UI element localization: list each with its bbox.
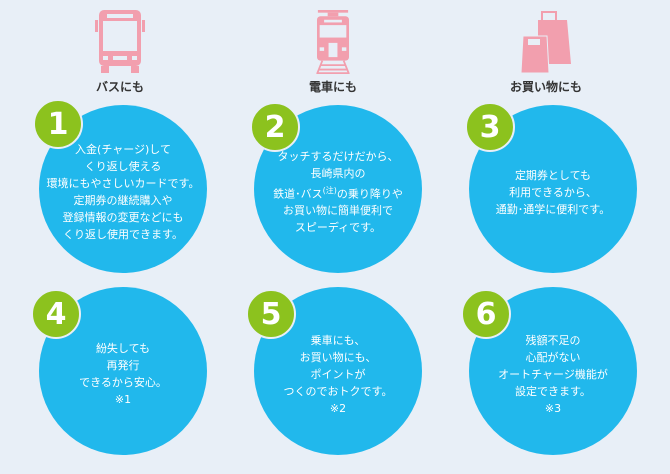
number-badge-6: 6 [461,289,511,339]
feature-text-part: タッチするだけだから、 長崎県内の 鉄道･バス [273,149,399,201]
feature-circle-5: 乗車にも、 お買い物にも、 ポイントが つくのでおトクです。 ※2 [254,287,422,455]
feature-text: 入金(チャージ)して くり返し使える 環境にもやさしいカードです。 定期券の継続… [46,143,200,241]
number-badge-2: 2 [250,102,300,152]
category-shopping: お買い物にも [466,10,626,102]
category-label: 電車にも [308,80,357,94]
number-badge-3: 3 [465,102,515,152]
shopping-bag-icon [521,11,571,74]
train-icon [316,10,350,74]
category-label: お買い物にも [509,80,582,94]
category-bus: バスにも [40,10,200,102]
feature-text: 残額不足の 心配がない オートチャージ機能が 設定できます。 ※3 [498,333,608,415]
feature-text: タッチするだけだから、 長崎県内の 鉄道･バス(注)の乗り降りや お買い物に簡単… [273,142,403,237]
feature-text: 定期券としても 利用できるから、 通勤･通学に便利です。 [495,168,611,216]
feature-text: 紛失しても 再発行 できるから安心。 ※1 [79,342,167,406]
feature-text-part: の乗り降りや お買い物に簡単便利で スピーディです。 [283,187,403,235]
number-badge-4: 4 [31,289,81,339]
feature-text: 乗車にも、 お買い物にも、 ポイントが つくのでおトクです。 ※2 [283,333,393,415]
category-label: バスにも [95,80,144,94]
category-train: 電車にも [253,10,413,102]
bus-icon [95,10,145,73]
footnote-mark: (注) [322,185,337,195]
number-badge-5: 5 [246,289,296,339]
number-badge-1: 1 [33,99,83,149]
feature-circle-1: 入金(チャージ)して くり返し使える 環境にもやさしいカードです。 定期券の継続… [39,105,207,273]
feature-circle-2: タッチするだけだから、 長崎県内の 鉄道･バス(注)の乗り降りや お買い物に簡単… [254,105,422,273]
